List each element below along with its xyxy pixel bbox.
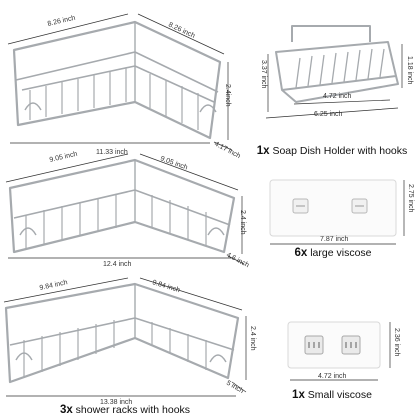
soap-dish-height-right: 1.18 inch [406, 56, 413, 85]
small-viscose-width: 4.72 inch [318, 373, 347, 380]
large-viscose-qty: 6x [294, 247, 308, 259]
dimension-lines-soap-dish [265, 44, 403, 119]
soap-dish-label: Soap Dish Holder with hooks [272, 145, 408, 157]
small-viscose-qty: 1x [292, 389, 305, 401]
corner-shelf-medium [8, 158, 236, 254]
dimension-lines-large-viscose [270, 180, 405, 245]
corner-shelf-large [4, 282, 240, 384]
shelf-2-left-length: 9.05 inch [49, 151, 78, 164]
soap-dish-outer-width: 6.25 inch [314, 111, 343, 118]
small-viscose-label: Small viscose [307, 389, 372, 401]
small-viscose-caption: 1x Small viscose [272, 389, 392, 401]
racks-qty: 3x [59, 404, 73, 416]
soap-dish-height-left: 3.37 inch [260, 60, 267, 89]
shelf-3-depth: 5 inch [225, 380, 245, 395]
soap-dish-holder [275, 25, 399, 103]
small-viscose-height: 2.36 inch [393, 328, 400, 357]
shelf-2-height: 2.4 inch [239, 210, 246, 235]
large-viscose-pad [269, 179, 397, 237]
large-viscose-height: 2.75 inch [407, 184, 414, 213]
shelf-2-width: 12.4 inch [103, 261, 132, 268]
shelf-1-right-length: 8.26 inch [167, 21, 196, 39]
corner-shelf-small [12, 20, 222, 140]
large-viscose-caption: 6x large viscose [268, 247, 398, 259]
shelf-2-right-length: 9.05 inch [159, 155, 188, 171]
shelf-1-height: 2.4inch [224, 84, 231, 107]
dimension-lines-shelf-2 [5, 153, 245, 265]
racks-caption: 3x shower racks with hooks [40, 404, 210, 416]
shelf-2-depth: 4.6 inch [225, 252, 250, 270]
dimension-lines-shelf-1 [7, 13, 233, 151]
shelf-1-depth: 4.17 inch [213, 141, 241, 161]
dimension-lines-shelf-3 [3, 277, 247, 397]
large-viscose-label: large viscose [310, 247, 372, 259]
shelf-1-left-length: 8.26 inch [47, 15, 76, 28]
soap-dish-qty: 1x [256, 145, 270, 157]
shelf-3-left-length: 9.84 inch [39, 279, 68, 292]
dimension-lines-small-viscose [290, 322, 391, 381]
racks-label: shower racks with hooks [75, 404, 191, 416]
shelf-1-width: 11.33 inch [96, 149, 128, 156]
large-viscose-width: 7.87 inch [320, 236, 349, 243]
shelf-3-width: 13.38 inch [100, 399, 132, 406]
soap-dish-caption: 1x Soap Dish Holder with hooks [252, 145, 412, 157]
soap-dish-inner-width: 4.72 inch [323, 93, 352, 100]
shelf-3-height: 2.4 inch [249, 326, 256, 351]
small-viscose-pad [287, 321, 381, 369]
